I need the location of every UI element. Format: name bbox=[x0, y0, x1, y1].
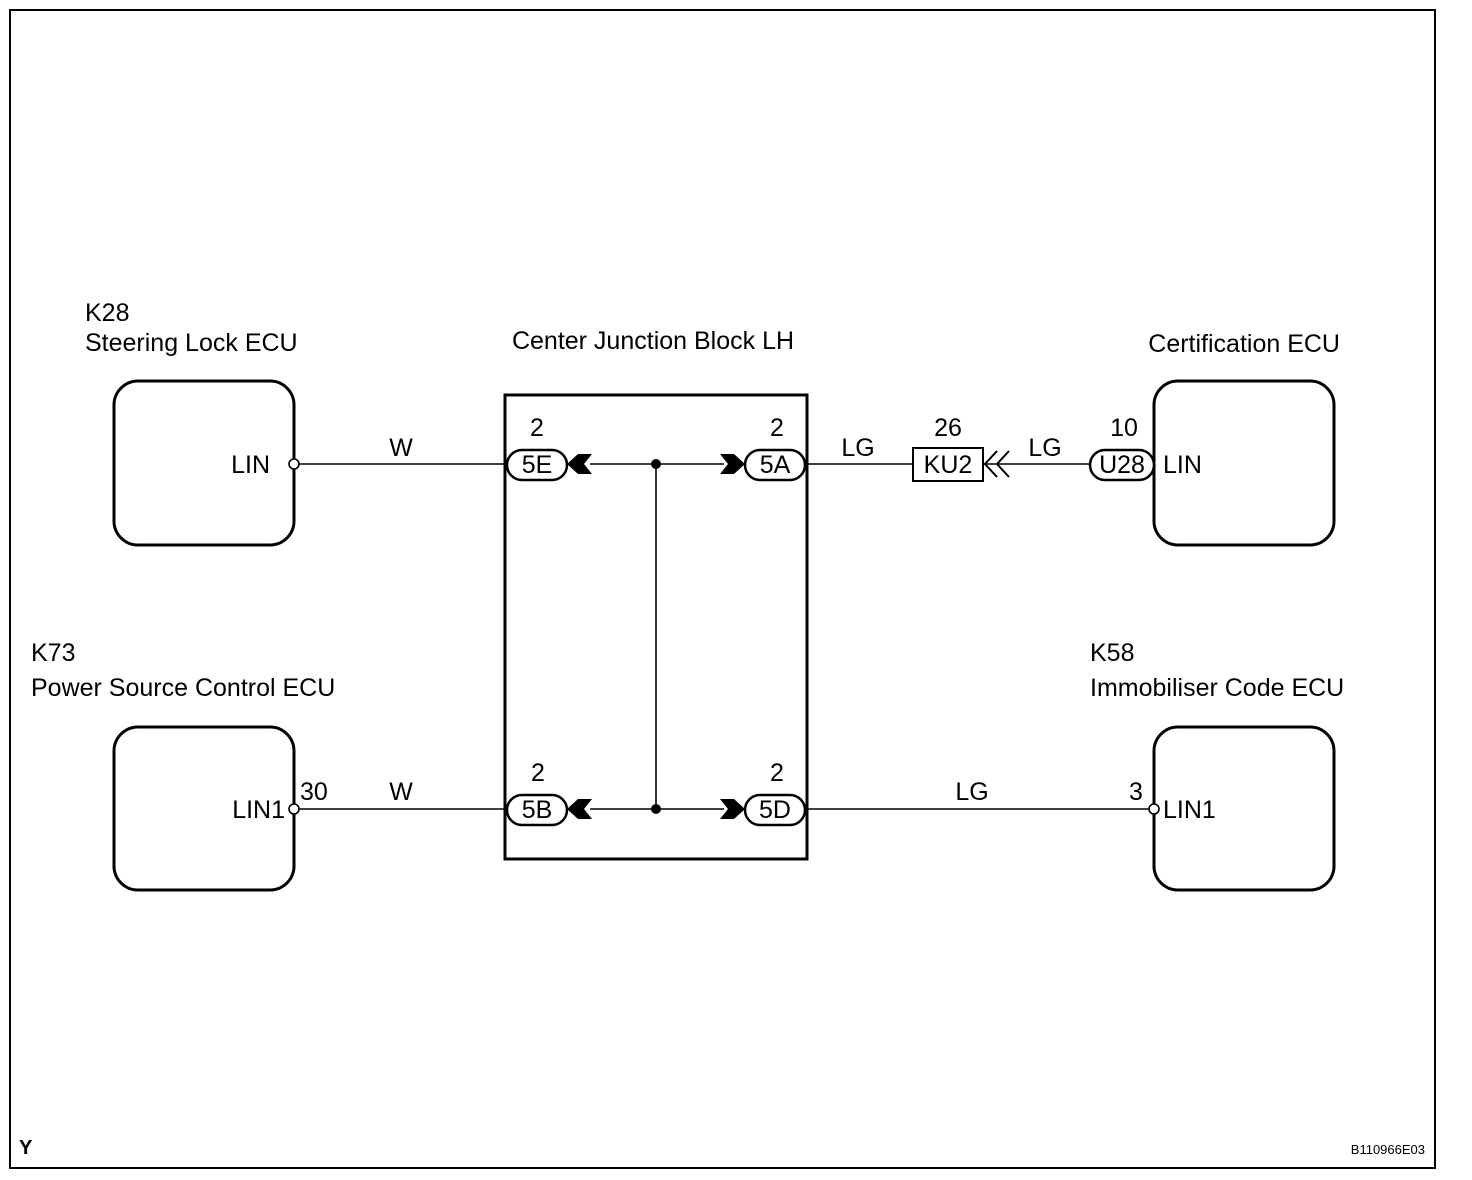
arrow-5a bbox=[720, 454, 745, 474]
steering-lock-code: K28 bbox=[85, 299, 129, 327]
wire-color-lg-top-left: LG bbox=[841, 434, 874, 462]
junction-block-title: Center Junction Block LH bbox=[512, 327, 794, 355]
connector-5e bbox=[505, 448, 569, 482]
power-source-name: Power Source Control ECU bbox=[31, 674, 335, 702]
connector-5b bbox=[505, 793, 569, 827]
arrow-5d bbox=[720, 799, 745, 819]
splice-box-ku2 bbox=[912, 447, 984, 482]
footer-left-mark: Y bbox=[19, 1137, 33, 1159]
power-source-code: K73 bbox=[31, 639, 75, 667]
diagram-frame bbox=[9, 9, 1436, 1169]
arrow-5b bbox=[567, 799, 592, 819]
pin-circle-power-lin1 bbox=[288, 803, 300, 815]
arrow-ku2-inner bbox=[995, 450, 1010, 478]
certification-name: Certification ECU bbox=[1148, 330, 1340, 358]
immobiliser-pin: LIN1 bbox=[1163, 796, 1216, 824]
wire-color-w-bottom: W bbox=[389, 778, 413, 806]
connector-5d-pin: 2 bbox=[770, 759, 784, 787]
power-source-pin-no: 30 bbox=[300, 778, 328, 806]
wire-color-w-top: W bbox=[389, 434, 413, 462]
pin-circle-immobiliser-lin1 bbox=[1148, 803, 1160, 815]
splice-ku2-pin: 26 bbox=[934, 414, 962, 442]
steering-lock-name: Steering Lock ECU bbox=[85, 329, 298, 357]
immobiliser-name: Immobiliser Code ECU bbox=[1090, 674, 1344, 702]
connector-5b-label: 5B bbox=[522, 796, 553, 824]
connector-5a-pin: 2 bbox=[770, 414, 784, 442]
power-source-pin: LIN1 bbox=[232, 796, 285, 824]
immobiliser-code: K58 bbox=[1090, 639, 1134, 667]
splice-dot-top bbox=[651, 459, 661, 469]
certification-pin-no: 10 bbox=[1110, 414, 1138, 442]
pin-circle-steering-lin bbox=[288, 458, 300, 470]
connector-5e-pin: 2 bbox=[530, 414, 544, 442]
wire-color-lg-top-right: LG bbox=[1028, 434, 1061, 462]
arrow-5e bbox=[567, 454, 592, 474]
connector-5e-label: 5E bbox=[522, 451, 553, 479]
connector-5d bbox=[743, 793, 807, 827]
connector-5d-label: 5D bbox=[759, 796, 791, 824]
wire-color-lg-bottom: LG bbox=[955, 778, 988, 806]
connector-u28 bbox=[1088, 448, 1156, 482]
connector-5b-pin: 2 bbox=[531, 759, 545, 787]
connector-u28-label: U28 bbox=[1099, 451, 1145, 479]
certification-pin: LIN bbox=[1163, 451, 1202, 479]
immobiliser-pin-no: 3 bbox=[1129, 778, 1143, 806]
splice-ku2-label: KU2 bbox=[924, 451, 973, 479]
footer-figure-id: B110966E03 bbox=[1351, 1142, 1425, 1157]
connector-5a bbox=[743, 448, 807, 482]
splice-dot-bottom bbox=[651, 804, 661, 814]
arrow-ku2-outer bbox=[983, 450, 998, 478]
connector-5a-label: 5A bbox=[760, 451, 791, 479]
steering-lock-pin: LIN bbox=[231, 451, 270, 479]
